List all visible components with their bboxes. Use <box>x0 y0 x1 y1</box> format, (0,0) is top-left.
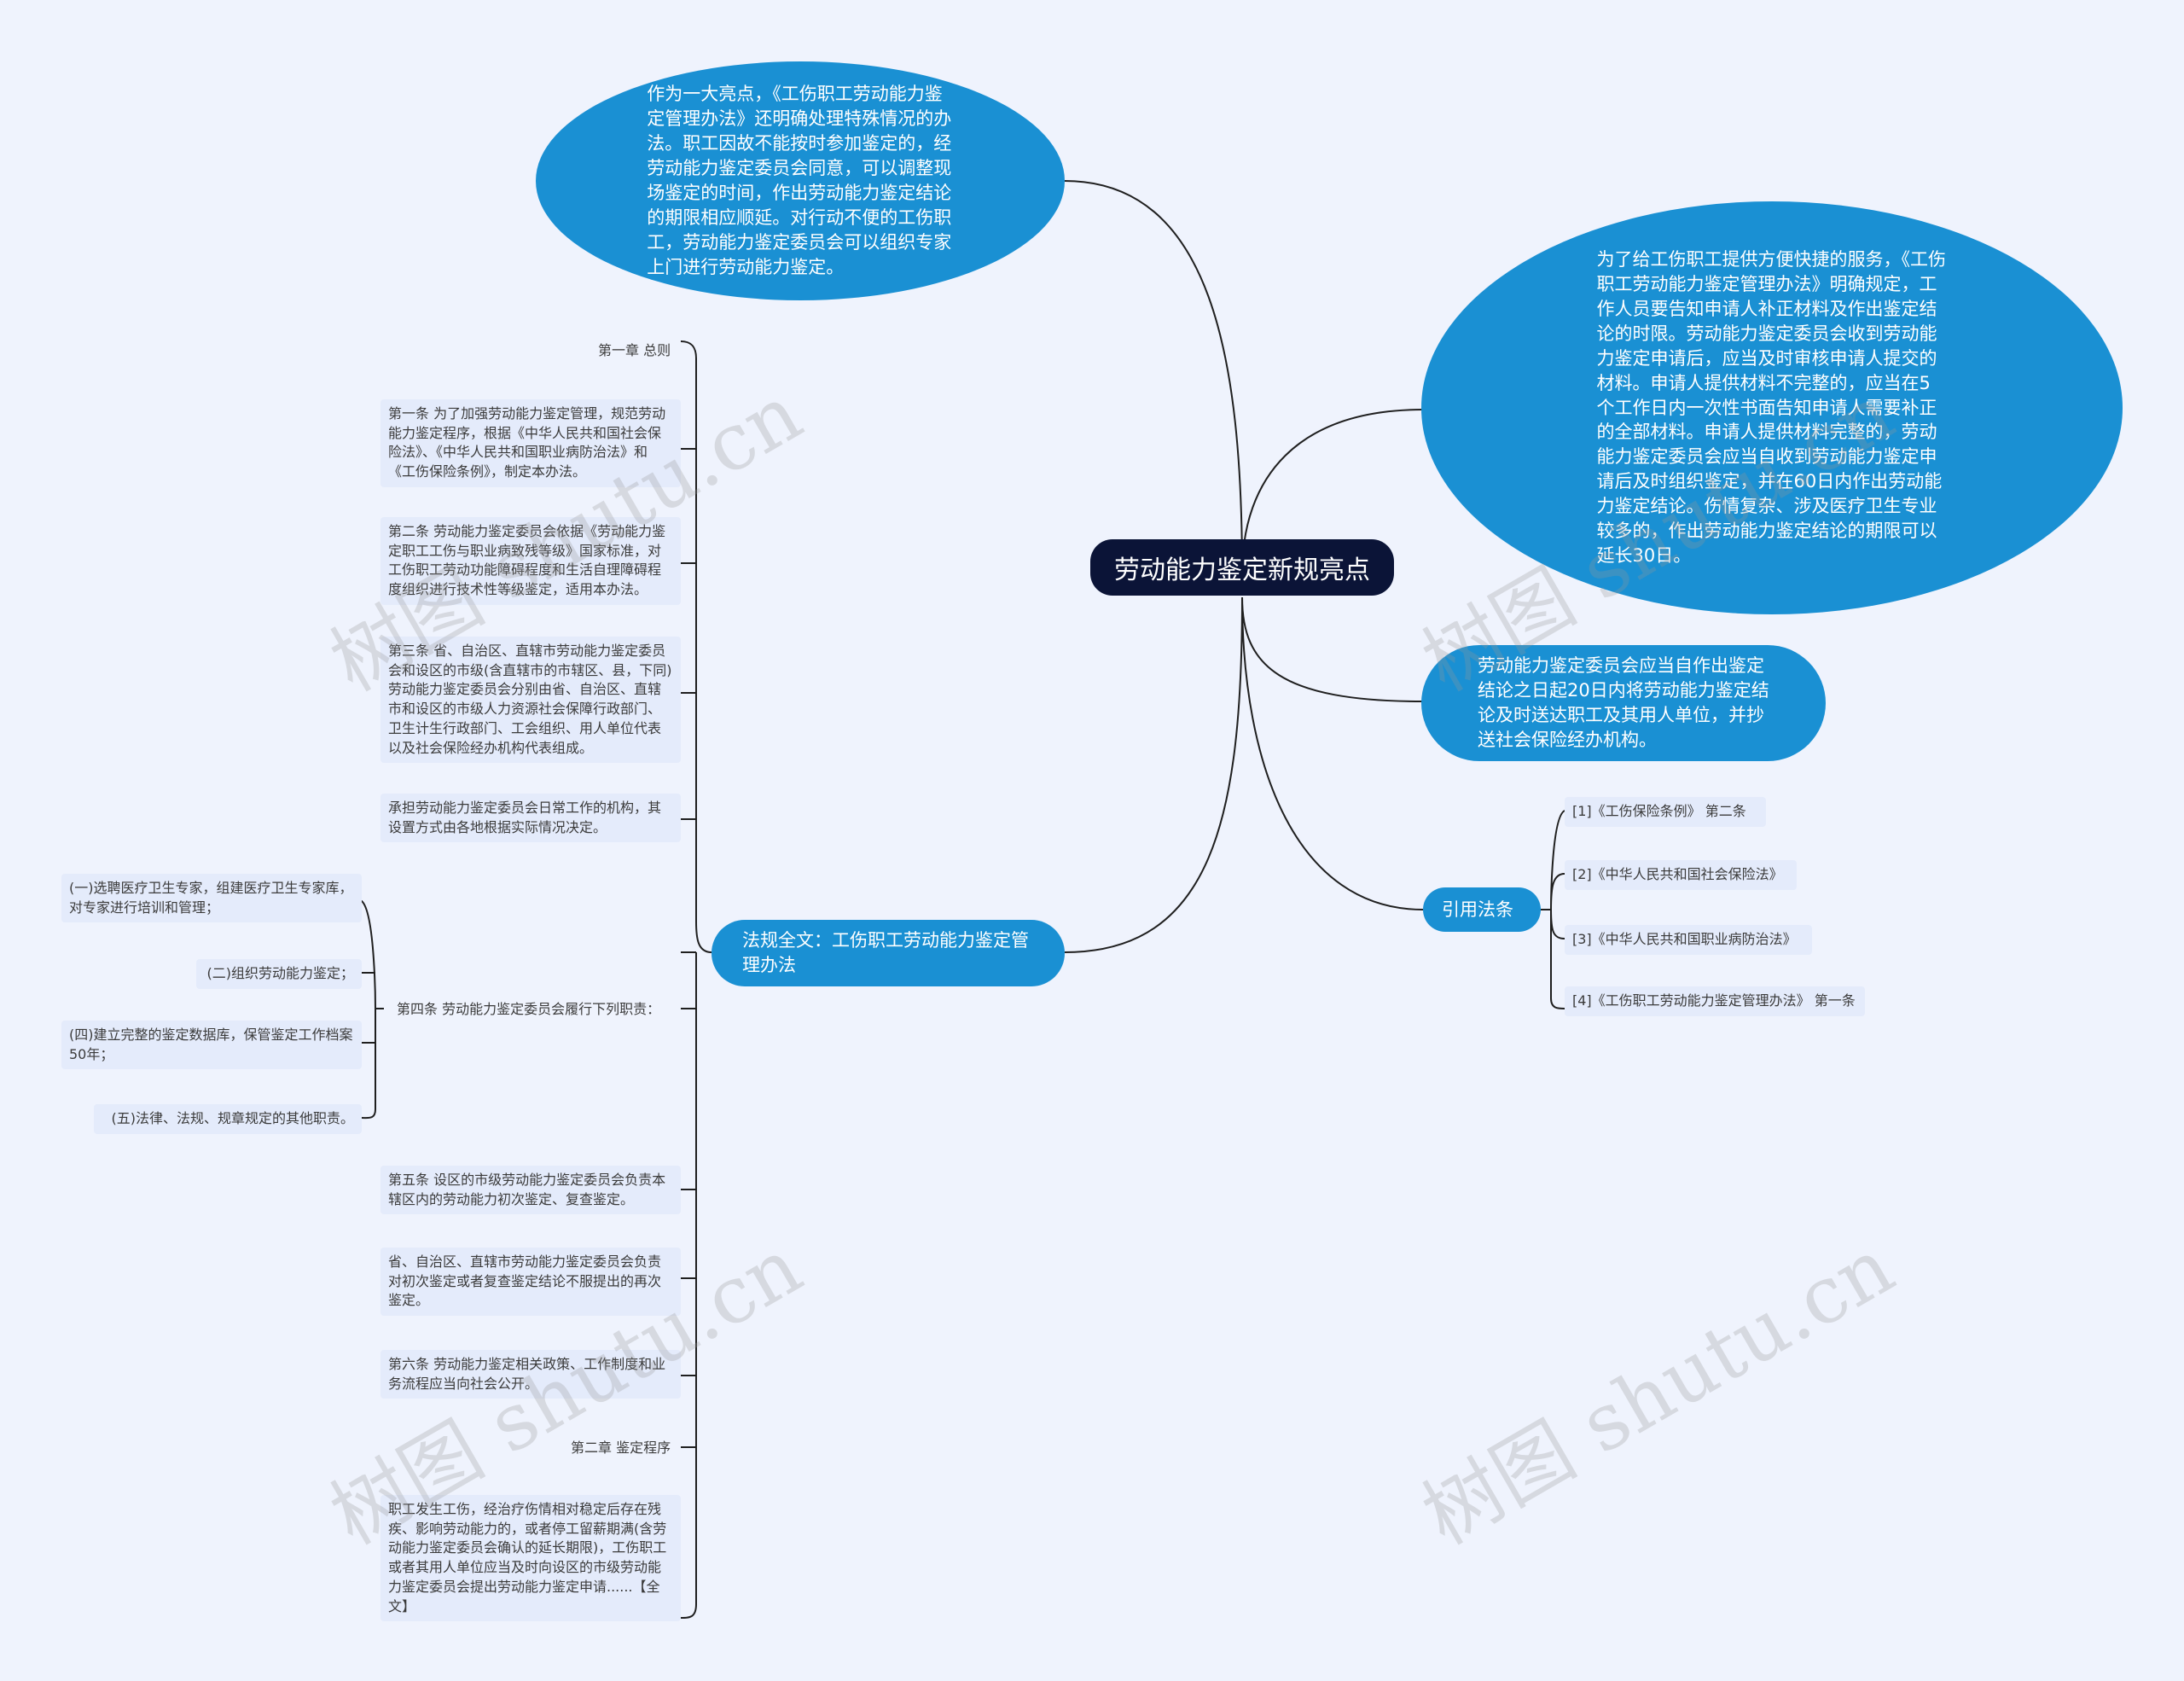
link-root-fulltext <box>1064 596 1243 953</box>
root-label: 劳动能力鉴定新规亮点 <box>1114 555 1370 585</box>
article-text: 第二章 鉴定程序 <box>571 1440 671 1456</box>
branch-citations[interactable]: 引用法条 <box>1423 887 1541 932</box>
duty-text: (五)法律、法规、规章规定的其他职责。 <box>111 1110 355 1126</box>
article-text: 省、自治区、直辖市劳动能力鉴定委员会负责对初次鉴定或者复查鉴定结论不服提出的再次… <box>388 1253 662 1309</box>
article-item[interactable]: 承担劳动能力鉴定委员会日常工作的机构，其设置方式由各地根据实际情况决定。 <box>380 794 681 843</box>
branch-convenience-text: 为了给工伤职工提供方便快捷的服务，《工伤职工劳动能力鉴定管理办法》明确规定，工作… <box>1596 248 1947 567</box>
duty-text: (一)选聘医疗卫生专家，组建医疗卫生专家库，对专家进行培训和管理； <box>69 880 353 916</box>
duty-item[interactable]: (一)选聘医疗卫生专家，组建医疗卫生专家库，对专家进行培训和管理； <box>61 874 362 923</box>
citation-text: [3]《中华人民共和国职业病防治法》 <box>1572 931 1797 947</box>
branch-fulltext[interactable]: 法规全文：工伤职工劳动能力鉴定管理办法 <box>712 920 1065 986</box>
article-text: 职工发生工伤，经治疗伤情相对稳定后存在残疾、影响劳动能力的，或者停工留薪期满(含… <box>388 1501 667 1614</box>
branch-convenience[interactable]: 为了给工伤职工提供方便快捷的服务，《工伤职工劳动能力鉴定管理办法》明确规定，工作… <box>1421 201 2123 614</box>
link-duties-bracket <box>358 900 384 1120</box>
citation-item[interactable]: [3]《中华人民共和国职业病防治法》 <box>1565 925 1812 955</box>
article-item[interactable]: 省、自治区、直辖市劳动能力鉴定委员会负责对初次鉴定或者复查鉴定结论不服提出的再次… <box>380 1248 681 1317</box>
article-item[interactable]: 第一条 为了加强劳动能力鉴定管理，规范劳动能力鉴定程序，根据《中华人民共和国社会… <box>380 399 681 487</box>
citation-text: [2]《中华人民共和国社会保险法》 <box>1572 866 1783 882</box>
article-item[interactable]: 职工发生工伤，经治疗伤情相对稳定后存在残疾、影响劳动能力的，或者停工留薪期满(含… <box>380 1495 681 1622</box>
link-citations-bracket <box>1541 810 1565 1009</box>
root-node[interactable]: 劳动能力鉴定新规亮点 <box>1090 539 1394 596</box>
branch-special-text: 作为一大亮点，《工伤职工劳动能力鉴定管理办法》还明确处理特殊情况的办法。职工因故… <box>647 84 952 277</box>
article-text: 第四条 劳动能力鉴定委员会履行下列职责： <box>397 1001 661 1017</box>
link-root-delivery <box>1241 596 1424 702</box>
article-item[interactable]: 第一章 总则 <box>590 336 681 366</box>
article-text: 第一章 总则 <box>598 342 671 358</box>
duty-text: (四)建立完整的鉴定数据库，保管鉴定工作档案50年； <box>69 1027 353 1062</box>
branch-delivery[interactable]: 劳动能力鉴定委员会应当自作出鉴定结论之日起20日内将劳动能力鉴定结论及时送达职工… <box>1421 645 1826 761</box>
article-item[interactable]: 第六条 劳动能力鉴定相关政策、工作制度和业务流程应当向社会公开。 <box>380 1350 681 1399</box>
article-text: 承担劳动能力鉴定委员会日常工作的机构，其设置方式由各地根据实际情况决定。 <box>388 800 662 835</box>
duty-text: (二)组织劳动能力鉴定； <box>206 965 355 981</box>
article-item[interactable]: 第五条 设区的市级劳动能力鉴定委员会负责本辖区内的劳动能力初次鉴定、复查鉴定。 <box>380 1166 681 1215</box>
article-text: 第二条 劳动能力鉴定委员会依据《劳动能力鉴定职工工伤与职业病致残等级》国家标准，… <box>388 523 666 598</box>
branch-fulltext-label: 法规全文：工伤职工劳动能力鉴定管理办法 <box>742 930 1029 975</box>
branch-delivery-text: 劳动能力鉴定委员会应当自作出鉴定结论之日起20日内将劳动能力鉴定结论及时送达职工… <box>1478 655 1769 750</box>
citation-item[interactable]: [1]《工伤保险条例》 第二条 <box>1565 797 1766 827</box>
link-root-citations <box>1241 596 1424 910</box>
link-fulltext-bracket <box>680 340 712 1619</box>
link-root-convenience <box>1241 409 1424 574</box>
citation-text: [1]《工伤保险条例》 第二条 <box>1572 803 1746 819</box>
link-root-special <box>1064 180 1243 574</box>
citation-item[interactable]: [2]《中华人民共和国社会保险法》 <box>1565 860 1797 890</box>
article-text: 第六条 劳动能力鉴定相关政策、工作制度和业务流程应当向社会公开。 <box>388 1356 666 1392</box>
article-item[interactable]: 第三条 省、自治区、直辖市劳动能力鉴定委员会和设区的市级(含直辖市的市辖区、县，… <box>380 637 681 764</box>
duty-item[interactable]: (五)法律、法规、规章规定的其他职责。 <box>94 1104 362 1134</box>
branch-citations-label: 引用法条 <box>1442 899 1513 920</box>
article-text: 第五条 设区的市级劳动能力鉴定委员会负责本辖区内的劳动能力初次鉴定、复查鉴定。 <box>388 1172 666 1207</box>
duty-item[interactable]: (四)建立完整的鉴定数据库，保管鉴定工作档案50年； <box>61 1021 362 1070</box>
article-text: 第一条 为了加强劳动能力鉴定管理，规范劳动能力鉴定程序，根据《中华人民共和国社会… <box>388 405 666 480</box>
citation-text: [4]《工伤职工劳动能力鉴定管理办法》 第一条 <box>1572 992 1856 1009</box>
citation-item[interactable]: [4]《工伤职工劳动能力鉴定管理办法》 第一条 <box>1565 986 1865 1016</box>
article-item[interactable]: 第二条 劳动能力鉴定委员会依据《劳动能力鉴定职工工伤与职业病致残等级》国家标准，… <box>380 517 681 605</box>
article-text: 第三条 省、自治区、直辖市劳动能力鉴定委员会和设区的市级(含直辖市的市辖区、县，… <box>388 643 672 756</box>
duty-item[interactable]: (二)组织劳动能力鉴定； <box>196 959 362 989</box>
article-item[interactable]: 第四条 劳动能力鉴定委员会履行下列职责： <box>389 995 681 1025</box>
branch-special-situations[interactable]: 作为一大亮点，《工伤职工劳动能力鉴定管理办法》还明确处理特殊情况的办法。职工因故… <box>536 61 1065 300</box>
article-item[interactable]: 第二章 鉴定程序 <box>563 1434 681 1463</box>
